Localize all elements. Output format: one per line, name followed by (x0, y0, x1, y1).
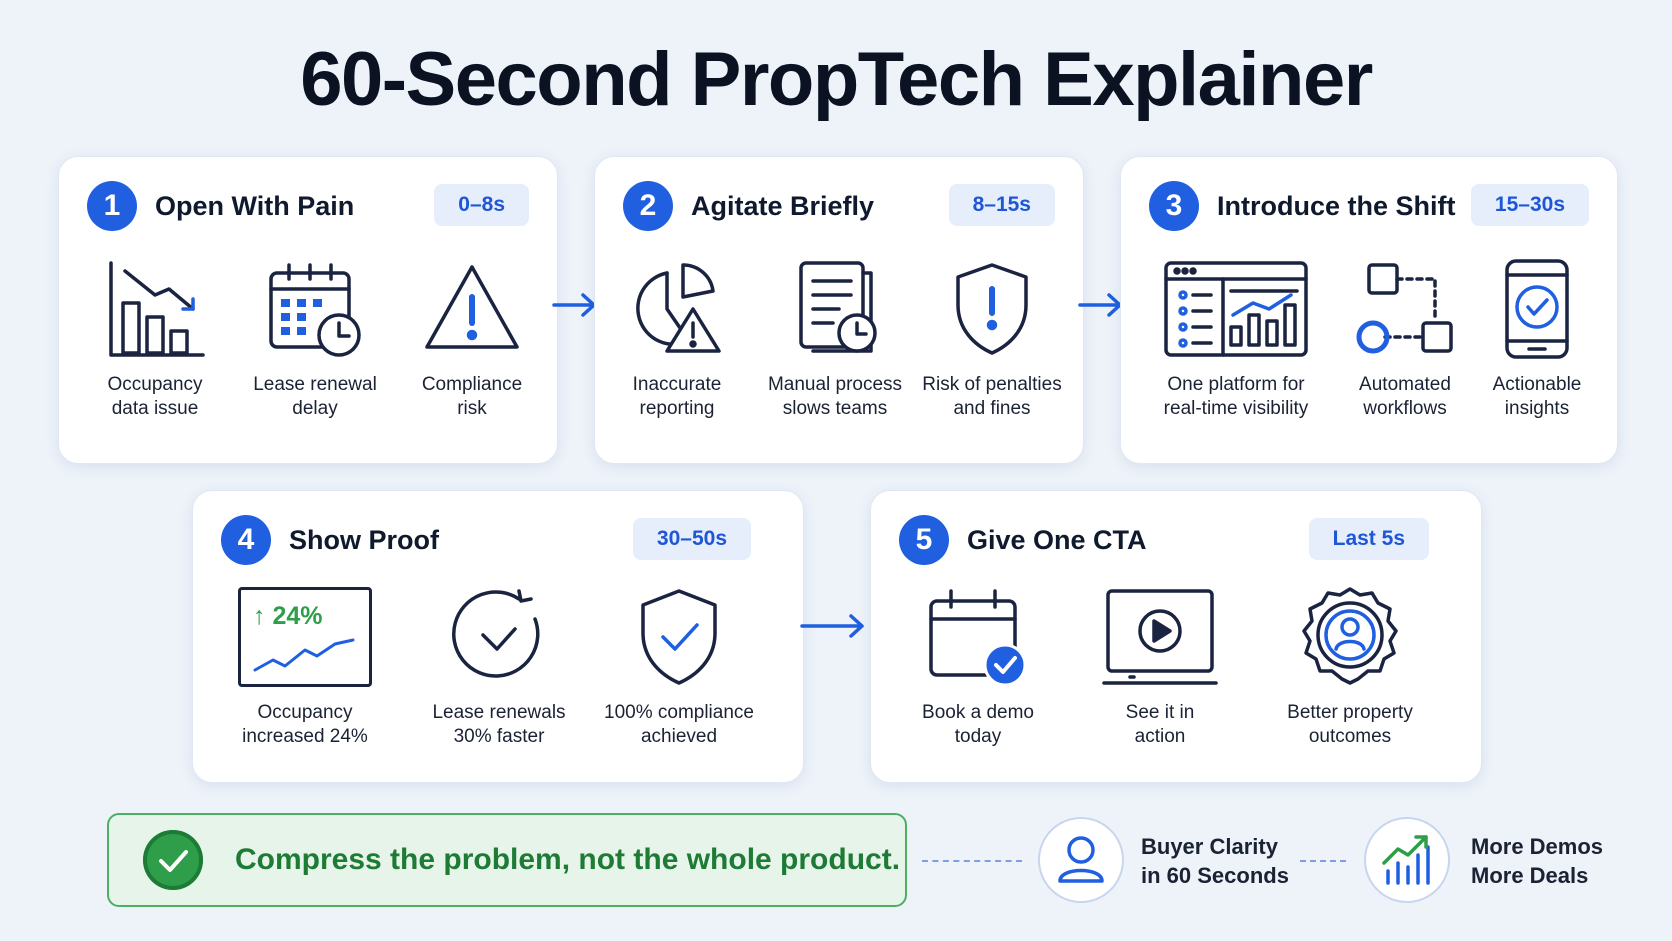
step-title: Open With Pain (155, 191, 355, 221)
key-message-callout: Compress the problem, not the whole prod… (107, 813, 907, 907)
step-card-3: 3 Introduce the Shift 15–30s One platfor… (1120, 156, 1618, 464)
check-circle-icon (143, 830, 203, 890)
step-item: Actionable insights (1457, 259, 1617, 421)
workflow-nodes-icon (1356, 263, 1453, 354)
timing-badge: 0–8s (434, 184, 529, 226)
play-video-icon (1102, 589, 1218, 685)
step-item: 100% compliance achieved (599, 587, 759, 749)
item-label: 100% compliance achieved (604, 702, 754, 747)
award-badge-icon (1302, 587, 1398, 685)
item-label: Automated workflows (1359, 374, 1451, 419)
metric-value: ↑ 24% (253, 602, 323, 630)
step-item: Occupancy data issue (75, 259, 235, 421)
declining-bar-chart-icon (109, 261, 205, 357)
step-item: See it in action (1090, 587, 1230, 749)
step-item: Book a demo today (898, 587, 1058, 749)
step-item: Compliance risk (392, 259, 552, 421)
outcome-icon-circle (1038, 817, 1124, 903)
item-label: Book a demo today (922, 702, 1034, 747)
step-card-5: 5 Give One CTA Last 5s Book a demo today… (870, 490, 1482, 783)
item-label: Better property outcomes (1287, 702, 1413, 747)
pie-chart-warning-icon (636, 263, 721, 353)
item-label: Lease renewal delay (253, 374, 377, 419)
step-card-4: 4 Show Proof 30–50s ↑ 24% Occupancy incr… (192, 490, 804, 783)
step-item: Inaccurate reporting (597, 259, 757, 421)
growth-bars-icon (1382, 835, 1430, 885)
step-number-badge: 2 (623, 181, 673, 231)
outcome-text: More Demos More Deals (1471, 834, 1604, 888)
step-number-badge: 3 (1149, 181, 1199, 231)
item-label: Lease renewals 30% faster (432, 702, 566, 747)
step-item: One platform for real-time visibility (1151, 259, 1321, 421)
step-title: Give One CTA (967, 525, 1147, 555)
calendar-check-icon (929, 589, 1027, 687)
step-item: ↑ 24% Occupancy increased 24% (229, 587, 381, 749)
trend-line (253, 638, 355, 672)
arrow-right-icon (1078, 293, 1122, 317)
step-title: Agitate Briefly (691, 191, 875, 221)
arrow-right-icon (552, 293, 596, 317)
document-clock-icon (799, 261, 877, 353)
calendar-clock-icon (269, 263, 361, 357)
step-card-1: 1 Open With Pain 0–8s Occupancy data iss… (58, 156, 558, 464)
step-item: Manual process slows teams (755, 259, 915, 421)
step-header: 5 Give One CTA Last 5s (899, 515, 1429, 565)
step-item: Risk of penalties and fines (912, 259, 1072, 421)
item-label: Occupancy increased 24% (242, 702, 368, 747)
step-item: Automated workflows (1325, 259, 1485, 421)
phone-check-icon (1505, 259, 1569, 359)
growth-chart-icon: ↑ 24% (238, 587, 372, 687)
user-icon (1058, 836, 1104, 883)
warning-triangle-icon (425, 265, 519, 349)
item-label: Actionable insights (1492, 374, 1582, 419)
step-item: Better property outcomes (1270, 587, 1430, 749)
step-header: 3 Introduce the Shift 15–30s (1149, 181, 1589, 231)
item-label: One platform for real-time visibility (1163, 374, 1309, 419)
item-label: Compliance risk (421, 374, 523, 419)
page-title: 60-Second PropTech Explainer (300, 37, 1373, 122)
arrow-right-icon (800, 614, 864, 638)
timing-badge: 15–30s (1470, 184, 1589, 226)
dashed-connector (922, 860, 1022, 862)
step-header: 4 Show Proof 30–50s (221, 515, 751, 565)
step-number-badge: 5 (899, 515, 949, 565)
step-card-2: 2 Agitate Briefly 8–15s Inaccurate repor… (594, 156, 1084, 464)
timing-badge: Last 5s (1308, 518, 1429, 560)
step-header: 1 Open With Pain 0–8s (87, 181, 529, 231)
shield-check-icon (641, 589, 717, 685)
item-label: Occupancy data issue (107, 374, 203, 419)
timing-badge: 8–15s (948, 184, 1055, 226)
step-item: Lease renewal delay (235, 259, 395, 421)
outcome-icon-circle (1364, 817, 1450, 903)
step-item: Lease renewals 30% faster (419, 587, 579, 749)
step-title: Introduce the Shift (1217, 191, 1456, 221)
item-label: Inaccurate reporting (632, 374, 722, 419)
timing-badge: 30–50s (632, 518, 751, 560)
clock-check-icon (452, 589, 540, 678)
shield-alert-icon (956, 263, 1028, 355)
step-header: 2 Agitate Briefly 8–15s (623, 181, 1055, 231)
dashboard-window-icon (1164, 261, 1308, 357)
item-label: Manual process slows teams (767, 374, 903, 419)
item-label: See it in action (1125, 702, 1195, 747)
callout-text: Compress the problem, not the whole prod… (235, 843, 901, 876)
item-label: Risk of penalties and fines (922, 374, 1062, 419)
step-number-badge: 1 (87, 181, 137, 231)
dashed-connector (1300, 860, 1346, 862)
outcome-text: Buyer Clarity in 60 Seconds (1141, 834, 1289, 888)
step-number-badge: 4 (221, 515, 271, 565)
step-title: Show Proof (289, 525, 439, 555)
